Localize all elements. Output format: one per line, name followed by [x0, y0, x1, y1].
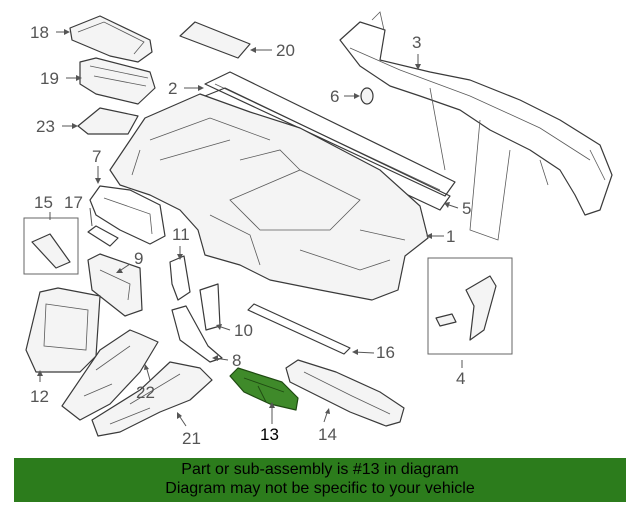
callout-20: 20: [276, 41, 295, 60]
part-4-box: [427, 257, 513, 355]
callout-8: 8: [232, 351, 241, 370]
part-8-bracket: [171, 305, 223, 363]
part-15-box: [23, 217, 79, 275]
banner-line-1: Part or sub-assembly is #13 in diagram: [181, 461, 459, 478]
part-7-cluster-hood: [89, 185, 166, 245]
callout-labels: 18 19 23 20 2 3 6 5 1 7 15 17 9 11 10 8 …: [30, 23, 471, 448]
callout-3: 3: [412, 33, 421, 52]
part-18-panel: [69, 15, 153, 63]
part-9-panel: [87, 253, 143, 317]
part-10-bracket: [199, 283, 221, 331]
banner-line-2: Diagram may not be specific to your vehi…: [165, 480, 475, 497]
callout-19: 19: [40, 69, 59, 88]
callout-13: 13: [260, 425, 279, 444]
part-1-instrument-panel: [109, 93, 429, 301]
callout-14: 14: [318, 425, 337, 444]
part-6-clip: [360, 87, 374, 105]
callout-16: 16: [376, 343, 395, 362]
callout-1: 1: [446, 227, 455, 246]
parts-diagram: 18 19 23 20 2 3 6 5 1 7 15 17 9 11 10 8 …: [23, 11, 613, 448]
callout-11: 11: [172, 225, 190, 244]
callout-12: 12: [30, 387, 49, 406]
part-21-console-side: [91, 361, 213, 437]
part-20-strip: [179, 21, 251, 59]
callout-5: 5: [462, 199, 471, 218]
part-11-bracket: [169, 255, 191, 301]
callout-15: 15: [34, 193, 53, 212]
part-22-console-side: [61, 329, 159, 421]
part-16-strip: [247, 303, 351, 355]
callout-9: 9: [134, 249, 143, 268]
part-14-bracket: [285, 359, 405, 427]
info-banner: Part or sub-assembly is #13 in diagram D…: [14, 458, 626, 502]
part-12-panel: [25, 287, 101, 373]
callout-7: 7: [92, 147, 101, 166]
callout-18: 18: [30, 23, 49, 42]
callout-10: 10: [234, 321, 253, 340]
callout-21: 21: [182, 429, 201, 448]
part-23-pad: [77, 107, 139, 135]
callout-17: 17: [64, 193, 83, 212]
callout-4: 4: [456, 369, 465, 388]
callout-2: 2: [168, 79, 177, 98]
callout-6: 6: [330, 87, 339, 106]
part-19-cover: [79, 57, 156, 105]
leader-lines: [37, 29, 463, 427]
callout-22: 22: [136, 383, 155, 402]
part-17-bracket: [87, 225, 119, 247]
part-13-highlighted: [229, 367, 299, 411]
part-3-beam: [339, 11, 613, 241]
callout-23: 23: [36, 117, 55, 136]
